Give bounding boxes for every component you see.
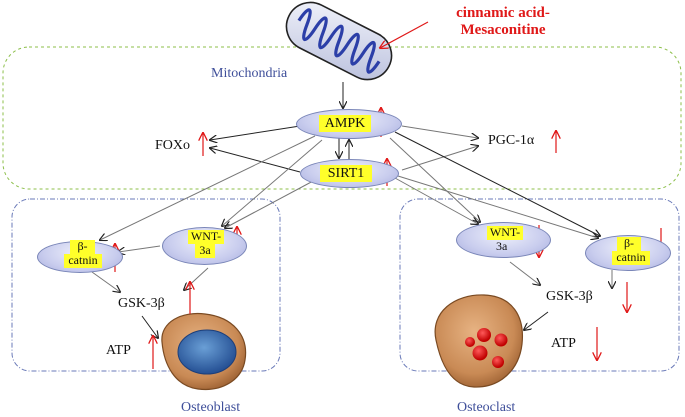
oc-catenin-label-2: catnin [616, 250, 646, 264]
sirt1-to-foxo-arrow [210, 148, 301, 173]
mitochondria-label: Mitochondria [211, 66, 288, 81]
ob-wnt-label-1: WNT- [190, 229, 222, 243]
stimulus-label: cinnamic acid- Mesaconitine [438, 5, 568, 39]
ob-catenin-label-2: catnin [68, 253, 98, 267]
osteoblast-cell-icon [161, 312, 247, 391]
oc-wnt-label: WNT- [487, 226, 523, 240]
ampk-to-oc-catenin-arrow [394, 131, 600, 236]
ob-atp-label: ATP [106, 343, 131, 358]
ob-catenin-to-gsk-arrow [91, 271, 120, 292]
stimulus-line-1: cinnamic acid- [456, 5, 550, 21]
ob-catenin-label-1: β- [77, 239, 88, 253]
ampk-label: AMPK [319, 115, 371, 132]
ampk-to-ob-catenin-arrow [100, 135, 316, 240]
oc-atp-label: ATP [551, 336, 576, 351]
osteoblast-region [11, 198, 281, 372]
sirt1-to-oc-wnt-arrow [394, 177, 478, 224]
osteoclast-label: Osteoclast [457, 400, 516, 415]
ob-wnt-label: WNT- [188, 230, 224, 244]
ampk-to-ob-wnt-arrow [222, 139, 323, 226]
oc-wnt-label-2: 3a [496, 239, 508, 253]
oc-gsk-to-cell-arrow [524, 311, 549, 330]
osteoblast-label: Osteoblast [181, 400, 241, 415]
stimulus-line-2: Mesaconitine [460, 22, 546, 38]
ampk-to-foxo-arrow [210, 125, 301, 140]
stimulus-arrow [380, 21, 429, 48]
sirt1-label: SIRT1 [320, 165, 372, 182]
oc-gsk-label: GSK-3β [546, 289, 593, 304]
ampk-to-oc-wnt-arrow [389, 137, 480, 222]
sirt1-to-oc-catenin-arrow [397, 175, 598, 238]
osteoclast-cell-icon [434, 294, 524, 388]
pgc1a-label: PGC-1α [488, 133, 535, 148]
ob-wnt-to-catenin-arrow [118, 245, 161, 252]
ob-wnt-label-2: 3a [199, 243, 211, 257]
foxo-label: FOXo [155, 138, 191, 153]
oc-wnt-label-line2: 3a [496, 240, 507, 252]
oc-catenin-label: β- [617, 237, 641, 251]
oc-wnt-label-1: WNT- [489, 225, 521, 239]
oc-catenin-label-line2: catnin [612, 251, 650, 265]
ob-catenin-label-line2: catnin [64, 254, 102, 268]
mitochondrion-icon [285, 1, 393, 81]
ob-wnt-label-line2: 3a [195, 244, 215, 258]
ampk-to-pgc1a-arrow [401, 125, 478, 138]
sirt1-to-pgc1a-arrow [401, 146, 478, 171]
ob-gsk-label: GSK-3β [118, 296, 165, 311]
sirt1-to-ob-wnt-arrow [225, 179, 316, 228]
oc-wnt-to-gsk-arrow [509, 261, 540, 285]
ob-catenin-label: β- [70, 240, 95, 254]
ob-gsk-to-atp-arrow [141, 315, 158, 338]
oc-catenin-label-1: β- [623, 236, 635, 250]
osteoclast-region [399, 198, 680, 372]
ob-wnt-to-gsk-arrow [184, 267, 209, 290]
